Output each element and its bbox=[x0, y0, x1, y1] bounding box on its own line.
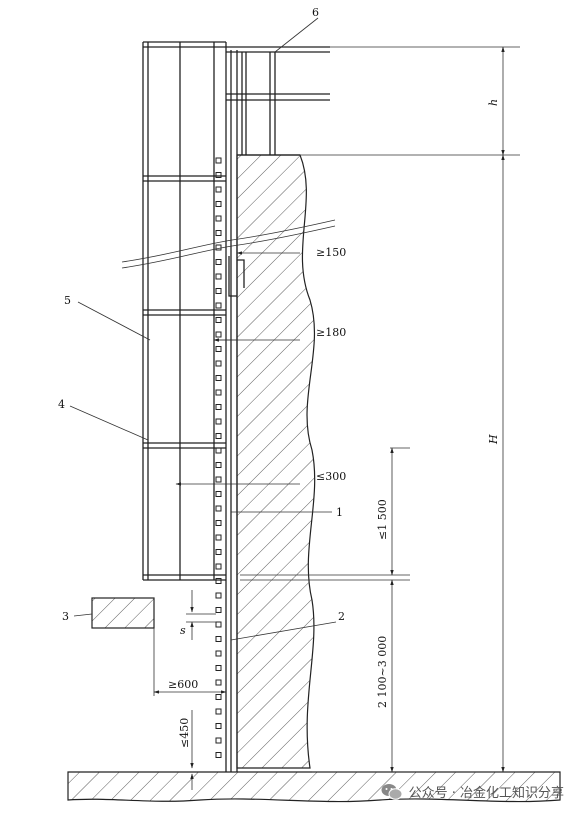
dim-300: ≤300 bbox=[316, 470, 346, 483]
ladder-rung bbox=[215, 375, 222, 381]
ladder-rung bbox=[215, 679, 222, 686]
dim-600: ≥600 bbox=[168, 678, 198, 691]
dimension-lines bbox=[153, 46, 520, 790]
dim-2100-3000: 2 100~3 000 bbox=[376, 636, 389, 708]
ladder-rung bbox=[215, 578, 222, 584]
ladder-rung bbox=[215, 476, 222, 483]
ladder-rung bbox=[215, 346, 222, 352]
ladder-rung bbox=[215, 288, 222, 294]
ladder-rung bbox=[215, 737, 222, 744]
ladder-rung bbox=[215, 418, 222, 425]
ladder-rung bbox=[215, 172, 222, 178]
ladder-rung bbox=[215, 636, 222, 642]
ground-hatched bbox=[67, 771, 561, 803]
dim-s: s bbox=[180, 624, 186, 637]
ladder-rung bbox=[215, 650, 222, 657]
ladder-rung bbox=[215, 433, 222, 439]
dim-150: ≥150 bbox=[316, 246, 346, 259]
label-5: 5 bbox=[64, 294, 71, 307]
ladder-rung bbox=[215, 723, 222, 729]
ladder-rung bbox=[215, 447, 222, 454]
ladder-rung bbox=[215, 389, 222, 396]
watermark-text: 公众号 · 冶金化工知识分享 bbox=[408, 786, 564, 801]
label-4: 4 bbox=[58, 398, 65, 411]
ladder-rung bbox=[215, 752, 222, 758]
ladder-rung bbox=[215, 592, 222, 599]
dim-h: h bbox=[487, 99, 500, 106]
ladder-rung bbox=[215, 563, 222, 570]
ladder-rung bbox=[215, 244, 222, 251]
ladder-rung bbox=[215, 404, 222, 410]
ladder-rung bbox=[215, 491, 222, 497]
wall-bracket bbox=[228, 256, 245, 297]
ladder-rungs bbox=[215, 157, 222, 758]
dim-450: ≤450 bbox=[178, 718, 191, 748]
ladder-stiles bbox=[225, 42, 238, 772]
ladder-rung bbox=[215, 462, 222, 468]
ladder-rung bbox=[215, 607, 222, 613]
ladder-rung bbox=[215, 302, 222, 309]
ladder-rung bbox=[215, 694, 222, 700]
ladder-rung bbox=[215, 621, 222, 628]
ladder-rung bbox=[215, 520, 222, 526]
ladder-rung bbox=[215, 230, 222, 236]
ladder-rung bbox=[215, 708, 222, 715]
label-1: 1 bbox=[336, 506, 343, 519]
ladder-rung bbox=[215, 505, 222, 512]
ladder-rung bbox=[215, 259, 222, 265]
ladder-rung bbox=[215, 157, 222, 164]
break-line bbox=[121, 219, 336, 269]
wechat-icon bbox=[381, 783, 403, 800]
watermark: 公众号 · 冶金化工知识分享 bbox=[381, 782, 564, 801]
dim-180: ≥180 bbox=[316, 326, 346, 339]
dim-1500: ≤1 500 bbox=[376, 499, 389, 540]
ladder-rung bbox=[215, 317, 222, 323]
ladder-cage bbox=[142, 41, 226, 581]
dim-H: H bbox=[487, 434, 500, 445]
ladder-rung bbox=[215, 186, 222, 193]
ladder-rung bbox=[215, 360, 222, 367]
ladder-rung bbox=[215, 549, 222, 555]
ladder-rung bbox=[215, 201, 222, 207]
ladder-rung bbox=[215, 534, 222, 541]
label-6: 6 bbox=[312, 6, 319, 19]
ladder-rung bbox=[215, 331, 222, 338]
label-3: 3 bbox=[62, 610, 69, 623]
top-railing bbox=[226, 46, 330, 156]
leader-lines bbox=[69, 17, 337, 641]
ladder-rung bbox=[215, 665, 222, 671]
wall-hatched bbox=[236, 154, 316, 769]
label-2: 2 bbox=[338, 610, 345, 623]
ladder-rung bbox=[215, 215, 222, 222]
ladder-rung bbox=[215, 273, 222, 280]
obstacle-block bbox=[91, 597, 155, 629]
